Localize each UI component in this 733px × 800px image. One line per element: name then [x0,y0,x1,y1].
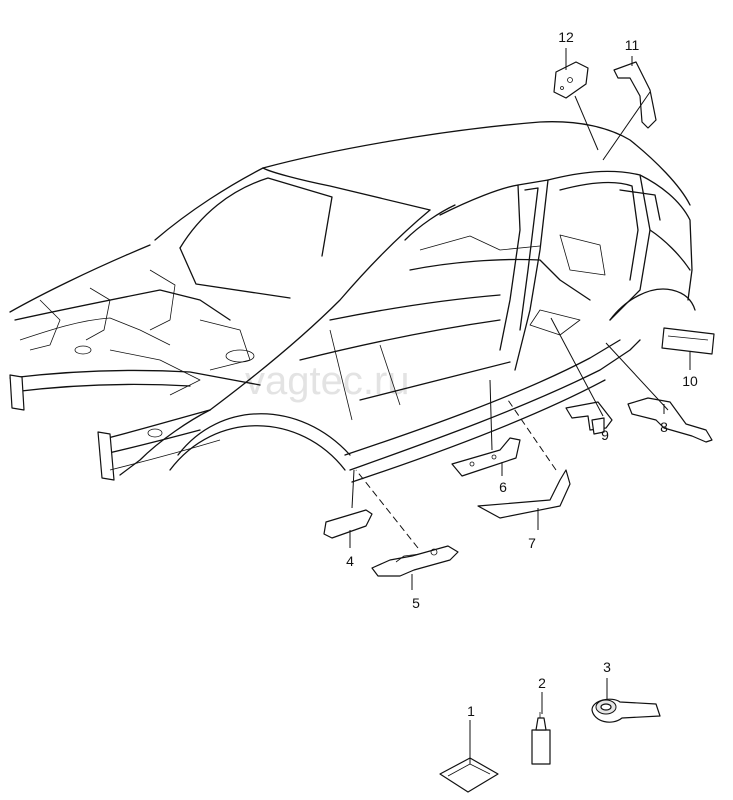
part-11-pillar-strip [613,61,657,129]
part-label-7: 7 [528,535,536,551]
car-body-shell [9,121,696,483]
part-7-sill-strip [477,469,571,519]
part-5-reinforcement-bracket [371,545,459,577]
part-6-sill-bracket [451,437,521,477]
part-label-11: 11 [625,37,640,53]
part-1-sound-pad [439,757,499,793]
part-label-10: 10 [682,373,698,389]
part-8-sill-stiffener [627,397,713,443]
part-label-1: 1 [467,703,475,719]
part-label-6: 6 [499,479,507,495]
part-label-12: 12 [558,29,574,45]
part-label-9: 9 [601,427,609,443]
part-4-angled-strip [323,509,373,539]
part-label-8: 8 [660,419,668,435]
part-label-2: 2 [538,675,546,691]
part-3-tape-roll [591,698,661,723]
part-label-3: 3 [603,659,611,675]
leader-lines [349,48,691,764]
part-9-mounting-bracket [565,401,613,435]
part-10-insulation-pad [661,327,715,355]
part-label-4: 4 [346,553,354,569]
part-label-5: 5 [412,595,420,611]
part-2-adhesive-bottle [531,712,551,765]
part-12-bracket-plate [553,61,589,99]
watermark-text: vagtec.ru [245,359,410,403]
